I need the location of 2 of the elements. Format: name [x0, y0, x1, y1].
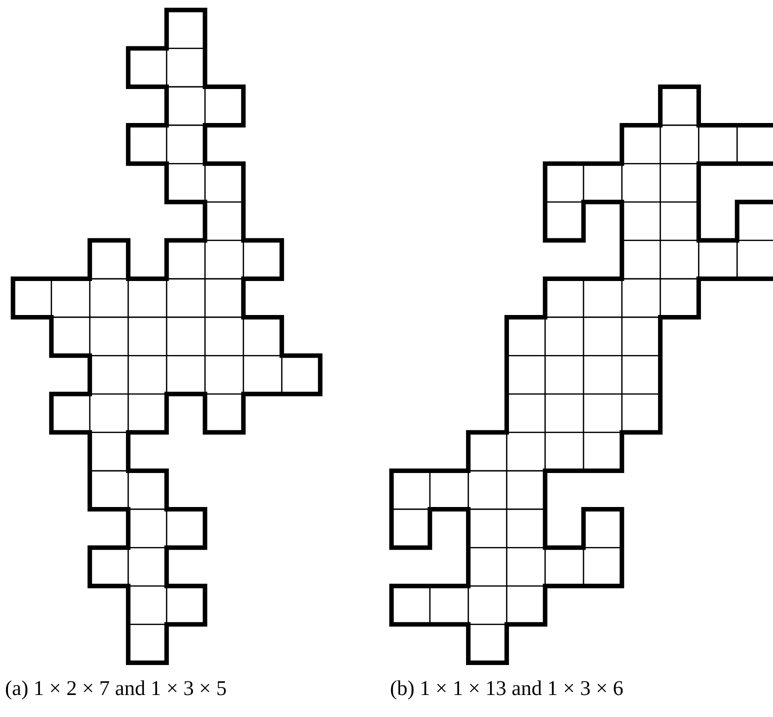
- figure-caption: (b) 1 × 1 × 13 and 1 × 3 × 6: [390, 676, 624, 701]
- figure-caption: (a) 1 × 2 × 7 and 1 × 3 × 5: [5, 676, 227, 701]
